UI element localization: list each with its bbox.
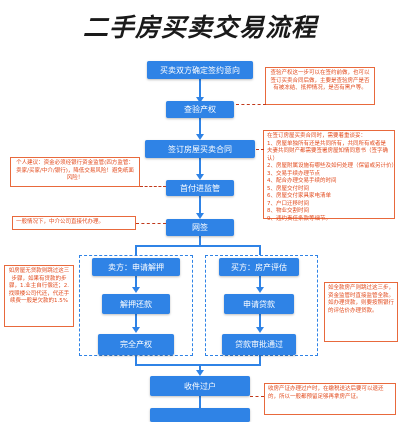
note-contract-item: 5、房屋交付时间 <box>267 185 309 192</box>
connector <box>135 364 261 366</box>
note-connector <box>256 149 264 150</box>
arrow-icon <box>196 134 204 140</box>
step-transfer: 收件过户 <box>150 376 250 396</box>
arrow-icon <box>196 97 204 103</box>
note-contract-item: 4、配合办理交易手续的时间 <box>267 178 337 184</box>
connector <box>135 355 137 365</box>
note-connector <box>250 396 264 397</box>
note-connector <box>136 223 166 224</box>
connector <box>199 196 201 217</box>
seller-repay: 解押还款 <box>102 294 170 314</box>
connector <box>135 245 261 247</box>
connector <box>259 355 261 365</box>
note-contract-intro: 在签订房屋买卖合同时，需要着重谈妥： <box>267 133 367 139</box>
page-title: 二手房买卖交易流程 <box>82 13 317 42</box>
connector <box>259 276 261 290</box>
buyer-apply-loan: 申请贷款 <box>224 294 294 314</box>
note-contract-item: 2、房屋附属设施有哪些及如何处理（保留或另计价） <box>267 163 398 169</box>
seller-group <box>79 255 193 356</box>
step-check-title: 查验产权 <box>166 101 234 118</box>
step-net-sign: 网签 <box>166 219 234 236</box>
arrow-icon <box>256 287 264 293</box>
arrow-icon <box>132 287 140 293</box>
note-contract-item: 6、房屋交付家具家电清单 <box>267 193 332 199</box>
step-next <box>150 408 250 422</box>
note-contract-item: 1、房屋单独所有还是共同所有，共同所有或者是夫妻共同财产都需要签署房屋知情同意书… <box>267 140 389 162</box>
connector <box>199 79 201 101</box>
note-contract-item: 7、户口迁移时间 <box>267 200 309 207</box>
arrow-icon <box>196 370 204 376</box>
note-seller-skip: 如房屋无贷款则跳过这三步骤，如果有贷款的步骤，1.业主自行偿还；2.找赎楼公司代… <box>4 265 74 327</box>
arrow-icon <box>196 174 204 180</box>
connector <box>259 314 261 330</box>
note-contract-item: 9、违约责任条款等细节。 <box>267 215 332 222</box>
connector <box>199 236 201 246</box>
connector <box>135 245 137 255</box>
connector <box>199 396 201 408</box>
buyer-loan-approved: 贷款审批通过 <box>222 334 296 355</box>
connector <box>135 314 137 330</box>
step-sign-contract: 签订房屋买卖合同 <box>145 140 255 158</box>
connector <box>135 276 137 290</box>
note-buyer-skip: 如全款房产则跳过这三步，资金监管时直接监管全款。如办理贷款，则要按照银行的评估价… <box>324 282 398 342</box>
note-transfer: 收房产证办理过户时，在缴税送达后要可以退还的，所以一般都预留足够再拿房产证。 <box>264 383 396 415</box>
connector <box>199 158 201 178</box>
connector <box>199 364 201 372</box>
arrow-icon <box>256 327 264 333</box>
note-connector <box>236 104 266 105</box>
note-net-sign: 一般情况下，中介公司直接代办理。 <box>12 216 136 230</box>
seller-release-mortgage: 卖方：申请解押 <box>92 258 180 276</box>
arrow-icon <box>196 213 204 219</box>
note-check-title: 查验产权这一步可以在签约前做，也可以签订买卖合同后做，主要是查验房产是否有被冻结… <box>265 67 375 105</box>
note-suggestion: 个人建议：资金必须经银行资金监管(四方监管：卖家/买家/中介/银行)，降低交易风… <box>10 157 140 187</box>
step-down-payment: 首付进监管 <box>166 180 234 196</box>
seller-full-title: 完全产权 <box>98 334 174 355</box>
buyer-appraisal: 买方：房产评估 <box>219 258 299 276</box>
note-connector <box>140 186 166 187</box>
step-sign-intent: 买卖双方确定签约意向 <box>147 61 253 79</box>
connector <box>259 245 261 255</box>
arrow-icon <box>132 327 140 333</box>
buyer-group <box>205 255 318 356</box>
note-contract-item: 3、交易手续办理节点 <box>267 170 320 177</box>
connector <box>199 118 201 138</box>
note-contract: 在签订房屋买卖合同时，需要着重谈妥： 1、房屋单独所有还是共同所有，共同所有或者… <box>263 130 398 222</box>
note-contract-item: 8、物业交割时间 <box>267 208 309 214</box>
